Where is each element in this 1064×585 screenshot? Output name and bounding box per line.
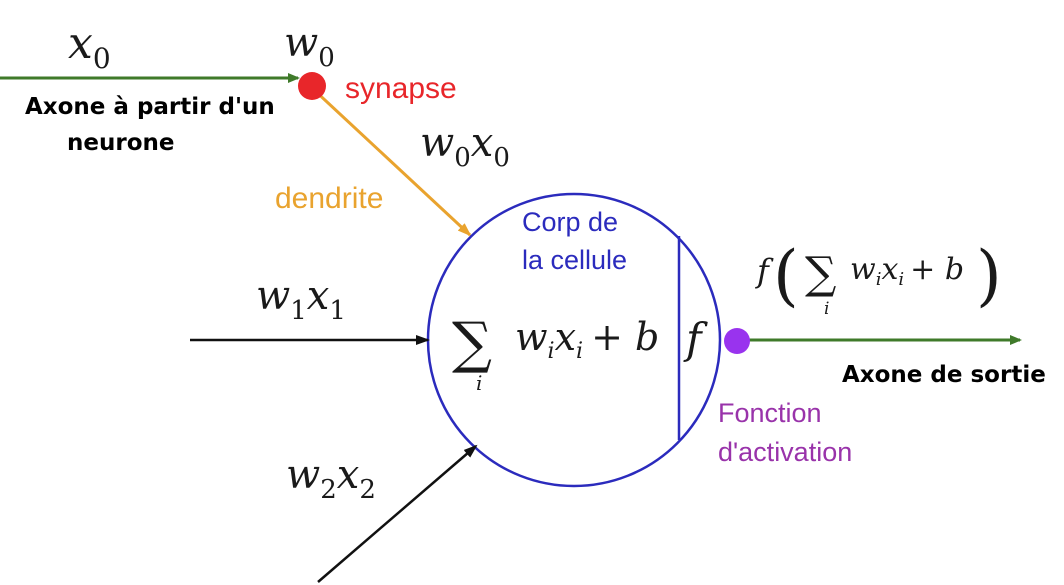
x0-label: x0 xyxy=(68,18,111,75)
w2x2-label: w2x2 xyxy=(286,452,376,505)
activation-f-symbol: f xyxy=(683,314,708,363)
dendrite-label: dendrite xyxy=(275,182,383,215)
weighted-sum-term: wixi+ b xyxy=(515,315,659,364)
axon-in-label-line1: Axone à partir d'un xyxy=(25,94,275,120)
dendrite-arrow xyxy=(310,86,472,237)
cell-body-label-line2: la cellule xyxy=(522,245,627,275)
w0x0-label: w0x0 xyxy=(420,120,510,173)
output-sum-symbol: ∑ xyxy=(805,248,836,299)
w1x1-label: w1x1 xyxy=(256,273,346,326)
sum-symbol: ∑ xyxy=(452,311,492,376)
activation-label-line2: d'activation xyxy=(718,437,852,467)
sum-index: i xyxy=(476,371,482,395)
output-sum-index: i xyxy=(824,299,829,319)
axon-out-label: Axone de sortie xyxy=(842,362,1046,388)
output-close-paren: ) xyxy=(976,237,1002,314)
synapse-dot xyxy=(298,72,326,100)
cell-body-label-line1: Corp de xyxy=(522,207,618,237)
output-f: f xyxy=(755,252,774,290)
synapse-label: synapse xyxy=(345,72,457,105)
activation-dot xyxy=(724,328,750,354)
output-open-paren: ( xyxy=(773,237,799,314)
w0-label: w0 xyxy=(284,20,335,73)
output-weighted-sum: wixi+ b xyxy=(850,252,964,290)
activation-label-line1: Fonction xyxy=(718,398,822,428)
input-w2x2-arrow xyxy=(317,444,478,583)
axon-in-label-line2: neurone xyxy=(67,130,174,156)
